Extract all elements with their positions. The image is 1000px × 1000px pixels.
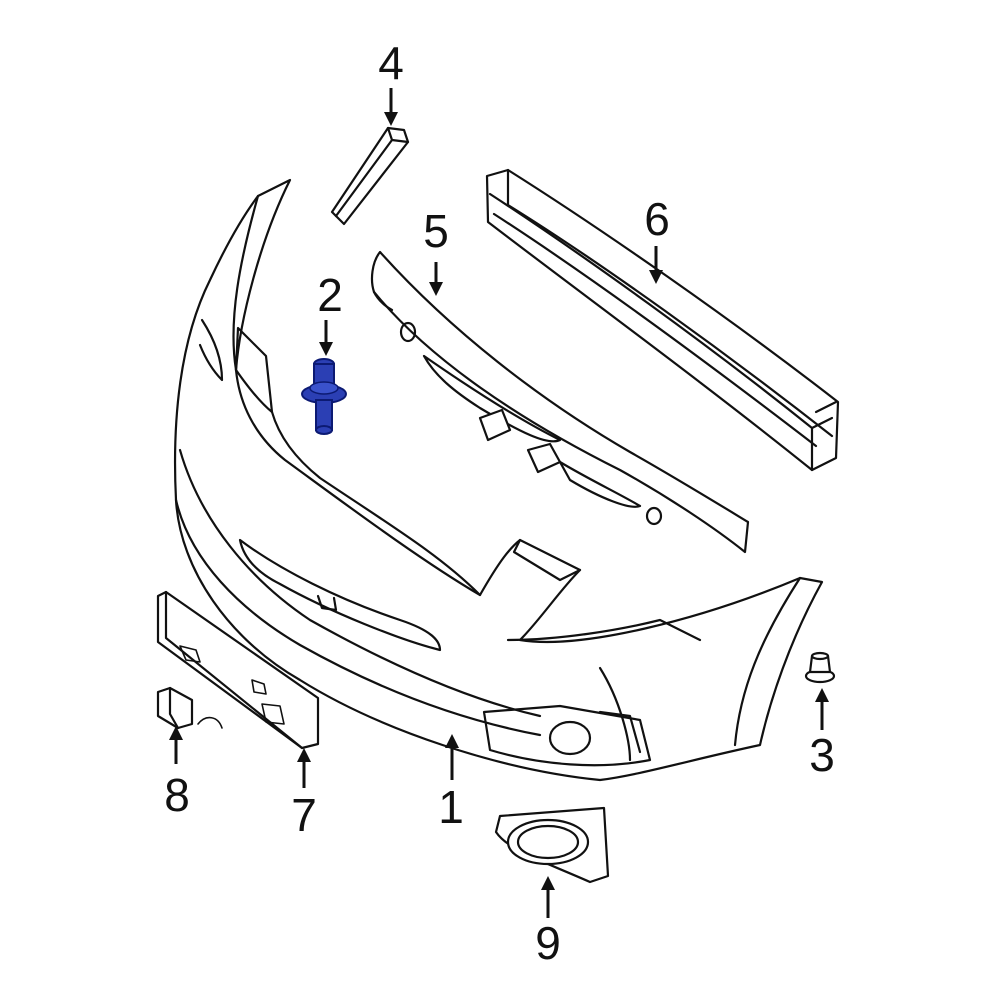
callout-arrows — [169, 88, 829, 918]
part-2-push-retainer[interactable] — [301, 358, 347, 435]
callout-4[interactable]: 4 — [378, 37, 404, 89]
callout-2[interactable]: 2 — [317, 269, 343, 321]
arrow-4 — [384, 88, 398, 126]
callout-1[interactable]: 1 — [438, 781, 464, 833]
arrow-1 — [445, 734, 459, 780]
part-7-license-bracket[interactable] — [156, 590, 320, 750]
arrow-3 — [815, 688, 829, 730]
arrow-9 — [541, 876, 555, 918]
arrow-6 — [649, 246, 663, 284]
part-5-energy-absorber[interactable] — [370, 250, 750, 554]
part-6-reinforcement-beam[interactable] — [485, 168, 840, 472]
callout-7[interactable]: 7 — [291, 789, 317, 841]
callout-6[interactable]: 6 — [644, 193, 670, 245]
part-1-bumper-cover[interactable] — [173, 178, 824, 782]
arrow-8 — [169, 726, 183, 764]
arrow-2 — [319, 320, 333, 356]
part-3-nut[interactable] — [804, 651, 836, 684]
arrow-5 — [429, 262, 443, 296]
callout-5[interactable]: 5 — [423, 205, 449, 257]
part-8-cap[interactable] — [156, 686, 223, 730]
part-4-bracket-strip[interactable] — [330, 126, 410, 226]
callout-3[interactable]: 3 — [809, 729, 835, 781]
callout-9[interactable]: 9 — [535, 917, 561, 969]
part-9-fog-bezel[interactable] — [494, 806, 610, 884]
callout-8[interactable]: 8 — [164, 769, 190, 821]
arrow-7 — [297, 748, 311, 788]
